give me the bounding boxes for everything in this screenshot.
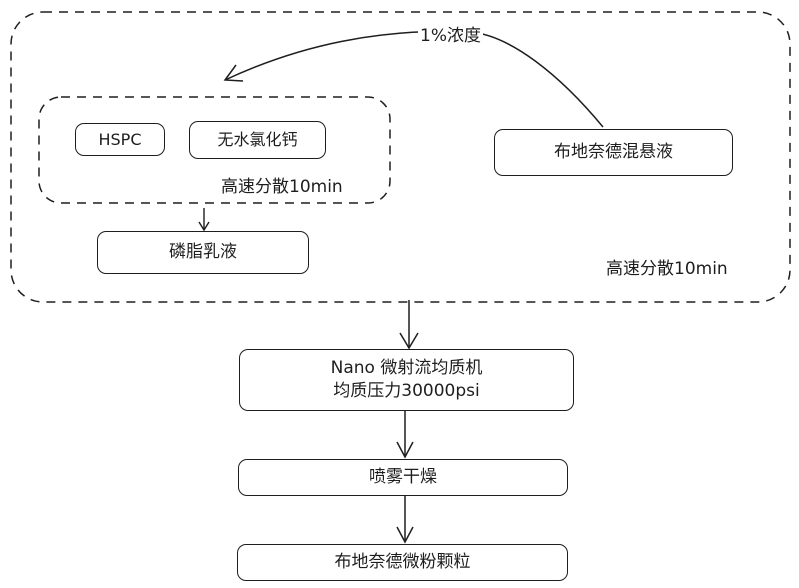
- phospholipid-emulsion-label: 磷脂乳液: [169, 242, 237, 263]
- spray-drying-label: 喷雾干燥: [369, 467, 437, 488]
- spray-drying-node: 喷雾干燥: [238, 459, 568, 496]
- calcium-chloride-label: 无水氯化钙: [217, 130, 298, 150]
- homogenizer-node: Nano 微射流均质机 均质压力30000psi: [239, 349, 574, 411]
- final-product-label: 布地奈德微粉颗粒: [334, 552, 471, 573]
- product-arrowhead: [396, 526, 414, 544]
- homogenizer-arrowhead: [399, 332, 419, 350]
- emulsion-arrowhead: [198, 221, 210, 232]
- phospholipid-emulsion-node: 磷脂乳液: [97, 231, 309, 274]
- outer-group-border: [10, 11, 791, 303]
- outer-group-label: 高速分散10min: [606, 259, 728, 279]
- homogenizer-label-line2: 均质压力30000psi: [333, 381, 480, 401]
- concentration-arrow: [224, 30, 604, 128]
- hspc-label: HSPC: [98, 129, 142, 149]
- lipid-group-label: 高速分散10min: [221, 177, 343, 197]
- concentration-label: 1%浓度: [418, 21, 483, 46]
- homogenizer-label-line1: Nano 微射流均质机: [330, 358, 483, 379]
- final-product-node: 布地奈德微粉颗粒: [237, 544, 568, 581]
- budesonide-suspension-node: 布地奈德混悬液: [494, 129, 733, 176]
- hspc-node: HSPC: [75, 123, 165, 156]
- calcium-chloride-node: 无水氯化钙: [189, 121, 326, 159]
- lipid-group-border: [38, 96, 391, 204]
- concentration-arrowhead: [223, 64, 244, 82]
- spray-arrowhead: [396, 441, 414, 459]
- budesonide-suspension-label: 布地奈德混悬液: [554, 142, 673, 163]
